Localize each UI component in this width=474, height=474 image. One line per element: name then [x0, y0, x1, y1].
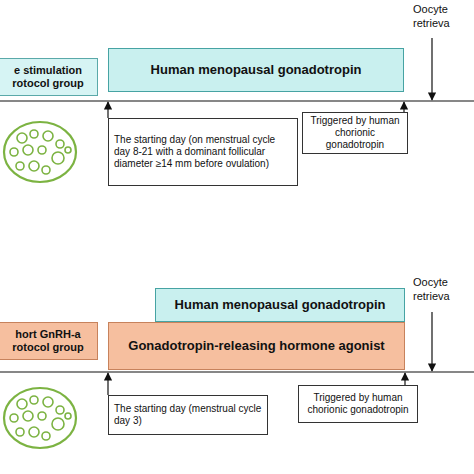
trigger-arrow: [404, 373, 405, 385]
retrieval-arrow: [431, 38, 432, 100]
ovary-illustration: [4, 388, 76, 448]
node-text: Gonadotropin-releasing hormone agonist: [128, 338, 384, 354]
drug-bar: Gonadotropin-releasing hormone agonist: [108, 322, 405, 370]
timeline: [0, 100, 474, 101]
start-arrow: [107, 373, 108, 395]
node-text: Human menopausal gonadotropin: [175, 297, 386, 313]
event-label: Oocyte retrieva: [413, 3, 471, 31]
node-text: The starting day (on menstrual cycle day…: [114, 134, 292, 170]
timeline: [0, 371, 474, 372]
node-text: Triggered by human chorionic gonadotropi…: [306, 115, 404, 151]
node-text: Triggered by human chorionic gonadotropi…: [302, 392, 414, 416]
group-label: e stimulation rotocol group: [0, 58, 98, 96]
node-text: e stimulation rotocol group: [2, 64, 94, 90]
node-text: hort GnRH-a rotocol group: [2, 328, 94, 354]
note-box: The starting day (menstrual cycle day 3): [108, 395, 268, 435]
note-box: Triggered by human chorionic gonadotropi…: [302, 112, 408, 154]
drug-bar: Human menopausal gonadotropin: [155, 288, 405, 322]
event-label: Oocyte retrieva: [413, 276, 471, 304]
ovary-illustration: [4, 122, 76, 182]
trigger-arrow: [403, 102, 404, 112]
group-label: hort GnRH-a rotocol group: [0, 322, 98, 360]
note-box: Triggered by human chorionic gonadotropi…: [298, 385, 418, 423]
note-box: The starting day (on menstrual cycle day…: [108, 118, 298, 186]
start-arrow: [107, 102, 108, 118]
node-text: The starting day (menstrual cycle day 3): [114, 403, 262, 427]
drug-bar: Human menopausal gonadotropin: [108, 48, 404, 92]
retrieval-arrow: [431, 312, 432, 371]
node-text: Human menopausal gonadotropin: [151, 62, 362, 78]
